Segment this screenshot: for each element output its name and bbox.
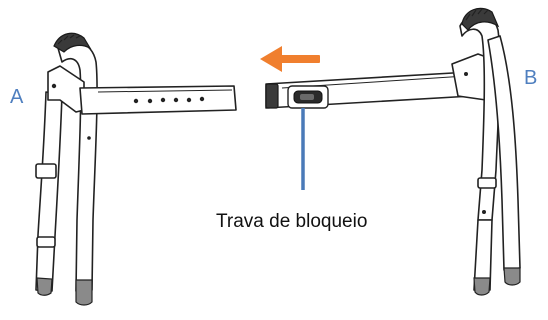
right-front-leg-lower: [473, 219, 493, 291]
left-rear-leg-tip: [36, 277, 53, 296]
adjust-hole: [147, 98, 153, 104]
left-rear-leg: [35, 91, 63, 292]
adjust-hole: [160, 97, 166, 103]
left-rear-leg-joint: [36, 236, 56, 248]
right-front-leg-joint: [477, 177, 497, 189]
arrow-left-icon: [260, 46, 320, 72]
right-frame-b: [265, 7, 521, 296]
lock-caption: Trava de bloqueio: [216, 211, 367, 232]
right-handgrip: [461, 7, 500, 31]
adjust-hole: [173, 97, 179, 103]
sleeve-end-cap: [265, 83, 279, 109]
adjust-hole: [199, 96, 205, 102]
left-hinge-bracket: [47, 65, 85, 113]
left-rear-leg-clamp: [35, 163, 57, 179]
left-frame-a: [35, 32, 237, 306]
right-rear-leg-tip: [503, 267, 521, 286]
side-a-label: A: [10, 86, 24, 108]
left-crossbar-tube: [79, 85, 237, 115]
right-front-leg-tip: [473, 277, 491, 296]
adjust-hole: [186, 97, 192, 103]
side-b-label: B: [524, 67, 537, 89]
adjust-hole: [133, 98, 139, 104]
left-front-leg-tip: [75, 279, 93, 306]
lock-latch: [287, 85, 329, 109]
left-handgrip: [53, 32, 92, 53]
